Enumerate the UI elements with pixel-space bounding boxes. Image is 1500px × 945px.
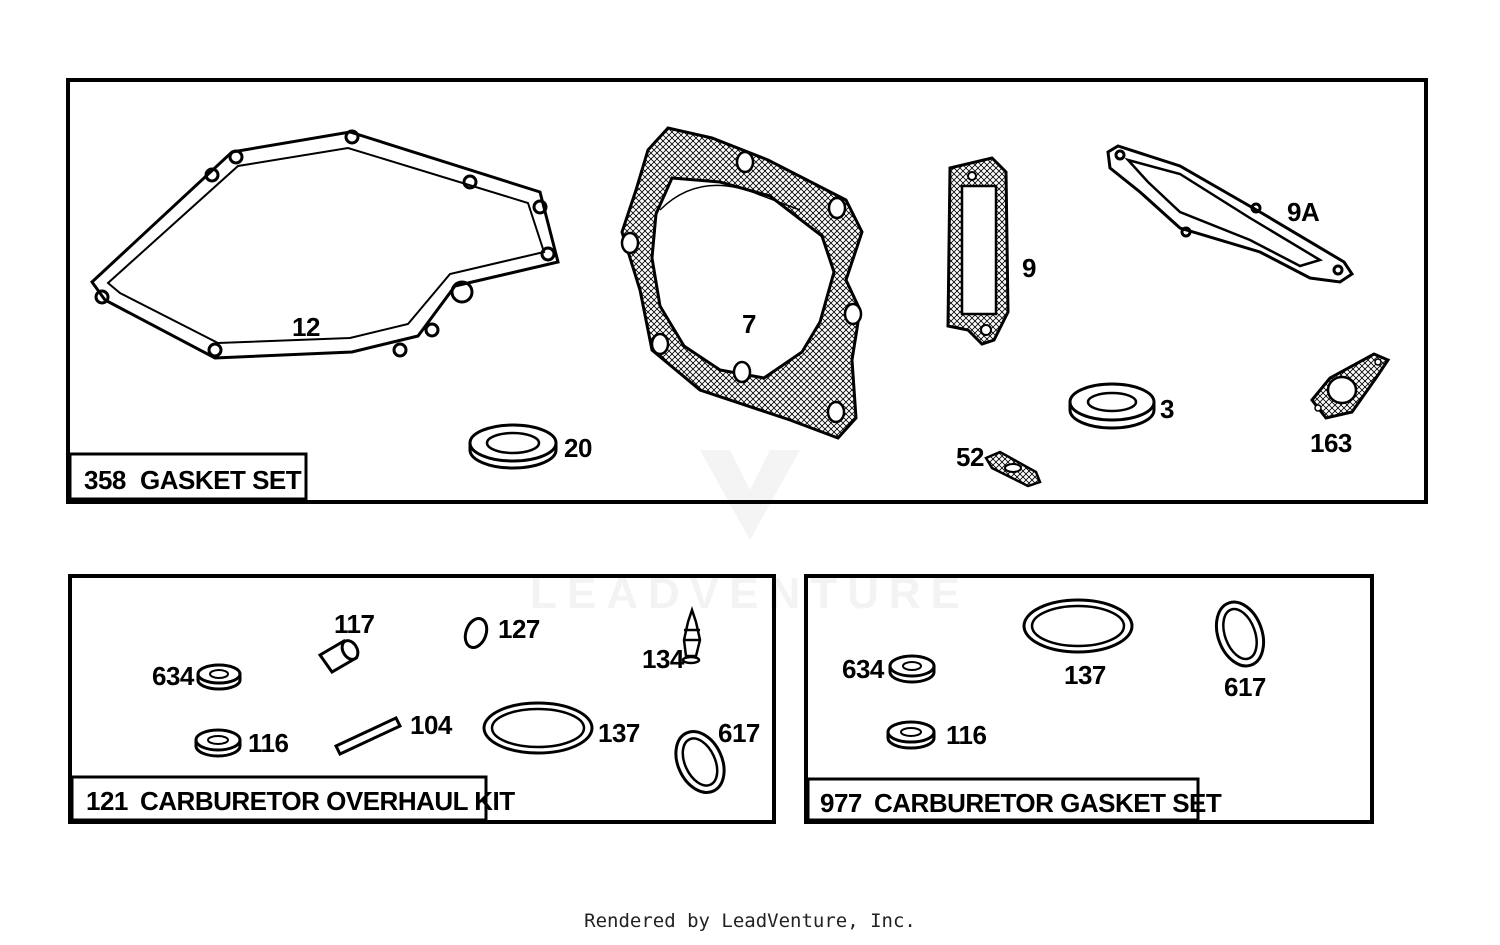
callout-116-b: 116 xyxy=(946,720,986,750)
kit-number-977: 977 xyxy=(820,788,862,818)
callout-634-b: 634 xyxy=(842,654,885,684)
part-116-washer xyxy=(194,728,242,758)
part-104-rod xyxy=(333,716,403,756)
part-9-gasket xyxy=(946,156,1010,346)
part-20-oil-seal xyxy=(468,423,558,470)
carb-gasket-set-panel: 977 CARBURETOR GASKET SET 634 137 617 11… xyxy=(804,574,1374,824)
kit-name-carburetor-gasket-set: CARBURETOR GASKET SET xyxy=(874,788,1222,818)
kit-name-carburetor-overhaul-kit: CARBURETOR OVERHAUL KIT xyxy=(140,786,515,816)
gasket-set-label-box xyxy=(68,452,308,501)
carb-gasket-set-label-box xyxy=(806,777,1200,822)
callout-617-b: 617 xyxy=(1224,672,1266,702)
overhaul-kit-panel: 121 CARBURETOR OVERHAUL KIT 117 127 134 … xyxy=(68,574,776,824)
callout-134: 134 xyxy=(642,644,685,674)
part-137-ring xyxy=(482,701,594,755)
part-116-washer-b xyxy=(886,720,936,750)
callout-9: 9 xyxy=(1022,253,1036,283)
callout-117: 117 xyxy=(334,609,374,639)
footer-credit: Rendered by LeadVenture, Inc. xyxy=(584,910,916,932)
kit-number-121: 121 xyxy=(86,786,128,816)
watermark: LEADVENTURE xyxy=(530,450,960,618)
part-127-o-ring xyxy=(463,616,489,650)
callout-7: 7 xyxy=(742,309,756,339)
callout-634: 634 xyxy=(152,661,195,691)
part-137-ring-b xyxy=(1022,598,1134,654)
part-3-oil-seal xyxy=(1068,382,1156,430)
kit-name-gasket-set: GASKET SET xyxy=(140,465,302,495)
part-163-gasket xyxy=(1310,352,1391,420)
callout-52: 52 xyxy=(956,442,984,472)
part-634-washer-b xyxy=(888,654,936,684)
part-52-gasket xyxy=(984,450,1042,488)
part-617-ring-b xyxy=(1214,600,1266,668)
part-617-ring xyxy=(674,730,726,794)
callout-20: 20 xyxy=(564,433,592,463)
callout-137: 137 xyxy=(598,718,640,748)
callout-617: 617 xyxy=(718,718,760,748)
part-134-needle xyxy=(681,606,702,665)
callout-163: 163 xyxy=(1310,428,1352,458)
overhaul-kit-label-box xyxy=(70,775,488,822)
part-117-pin xyxy=(317,639,360,674)
callout-9a: 9A xyxy=(1287,197,1320,227)
part-7-head-gasket xyxy=(620,126,864,440)
part-634-washer xyxy=(196,663,242,691)
callout-137-b: 137 xyxy=(1064,660,1106,690)
callout-12: 12 xyxy=(292,312,320,342)
callout-116: 116 xyxy=(248,728,288,758)
callout-104: 104 xyxy=(410,710,453,740)
callout-127: 127 xyxy=(498,614,540,644)
gasket-set-panel: 358 GASKET SET 12 7 xyxy=(66,78,1428,504)
kit-number-358: 358 xyxy=(84,465,126,495)
part-12-crankcase-gasket xyxy=(90,129,560,360)
part-9a-gasket xyxy=(1106,144,1355,284)
callout-3: 3 xyxy=(1160,394,1174,424)
